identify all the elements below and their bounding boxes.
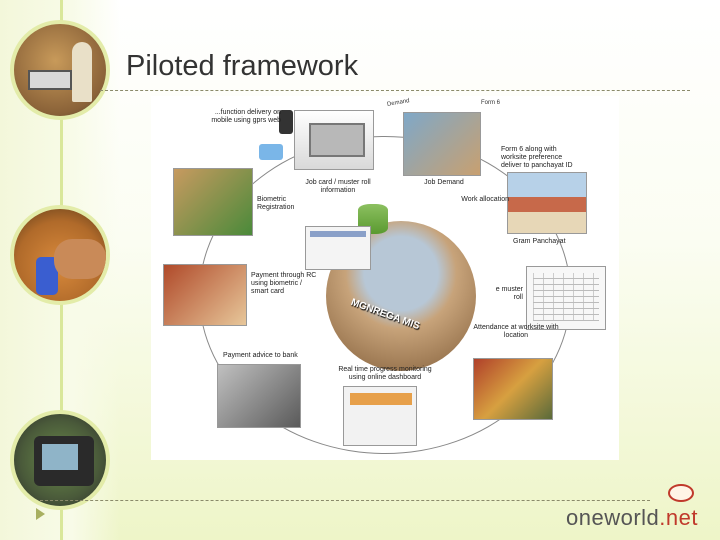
kiosk-shape — [28, 70, 72, 90]
photo-handheld-device — [10, 410, 110, 510]
muster-roll-sheet — [526, 266, 606, 330]
label-muster-roll: e muster roll — [495, 286, 523, 301]
label-realtime: Real time progress monitoring using onli… — [338, 366, 432, 381]
label-biometric: Biometric Registration — [257, 196, 295, 211]
dashboard-screenshot — [343, 386, 417, 446]
label-mobile-delivery: ...function delivery on mobile using gpr… — [211, 109, 281, 124]
mis-screenshot — [305, 226, 371, 270]
attendance-photo — [473, 358, 553, 420]
logo-suffix: .net — [659, 505, 698, 530]
job-demand-photo — [403, 112, 481, 176]
mobile-phone-icon — [279, 110, 293, 134]
label-form-small: Form 6 — [481, 100, 501, 106]
label-payment-rc: Payment through RC using biometric / sma… — [251, 272, 317, 295]
framework-diagram: MGNREGA MIS ...function delivery on mobi… — [151, 96, 619, 460]
label-attendance: Attendance at worksite with location — [473, 324, 559, 339]
footer-divider — [40, 500, 650, 501]
biometric-registration-photo — [173, 168, 253, 236]
photo-biometric-scanner — [10, 205, 110, 305]
play-arrow-icon — [36, 508, 45, 520]
gram-panchayat-photo — [507, 172, 587, 234]
scanner-shape — [36, 257, 58, 295]
oneworld-logo: oneworld.net — [566, 505, 698, 531]
person-shape — [72, 42, 92, 102]
payment-rc-photo — [163, 264, 247, 326]
title-divider — [100, 90, 690, 91]
job-card-photo — [294, 110, 374, 170]
logo-main: oneworld — [566, 505, 660, 530]
label-work-allocation: Work allocation — [461, 196, 509, 203]
slide-title: Piloted framework — [126, 50, 359, 82]
device-screen — [42, 444, 78, 470]
label-job-card: Job card / muster roll information — [305, 179, 371, 194]
payment-bank-photo — [217, 364, 301, 428]
speech-bubble-icon — [668, 484, 694, 502]
label-demand-small: Demand — [386, 98, 411, 108]
label-form: Form 6 along with worksite preference de… — [501, 146, 573, 169]
smart-card-icon — [259, 144, 283, 160]
photo-kiosk — [10, 20, 110, 120]
label-gram-panchayat: Gram Panchayat — [513, 238, 566, 245]
label-job-demand: Job Demand — [424, 179, 464, 186]
label-payment-bank: Payment advice to bank — [223, 352, 298, 359]
hand-shape — [54, 239, 106, 279]
